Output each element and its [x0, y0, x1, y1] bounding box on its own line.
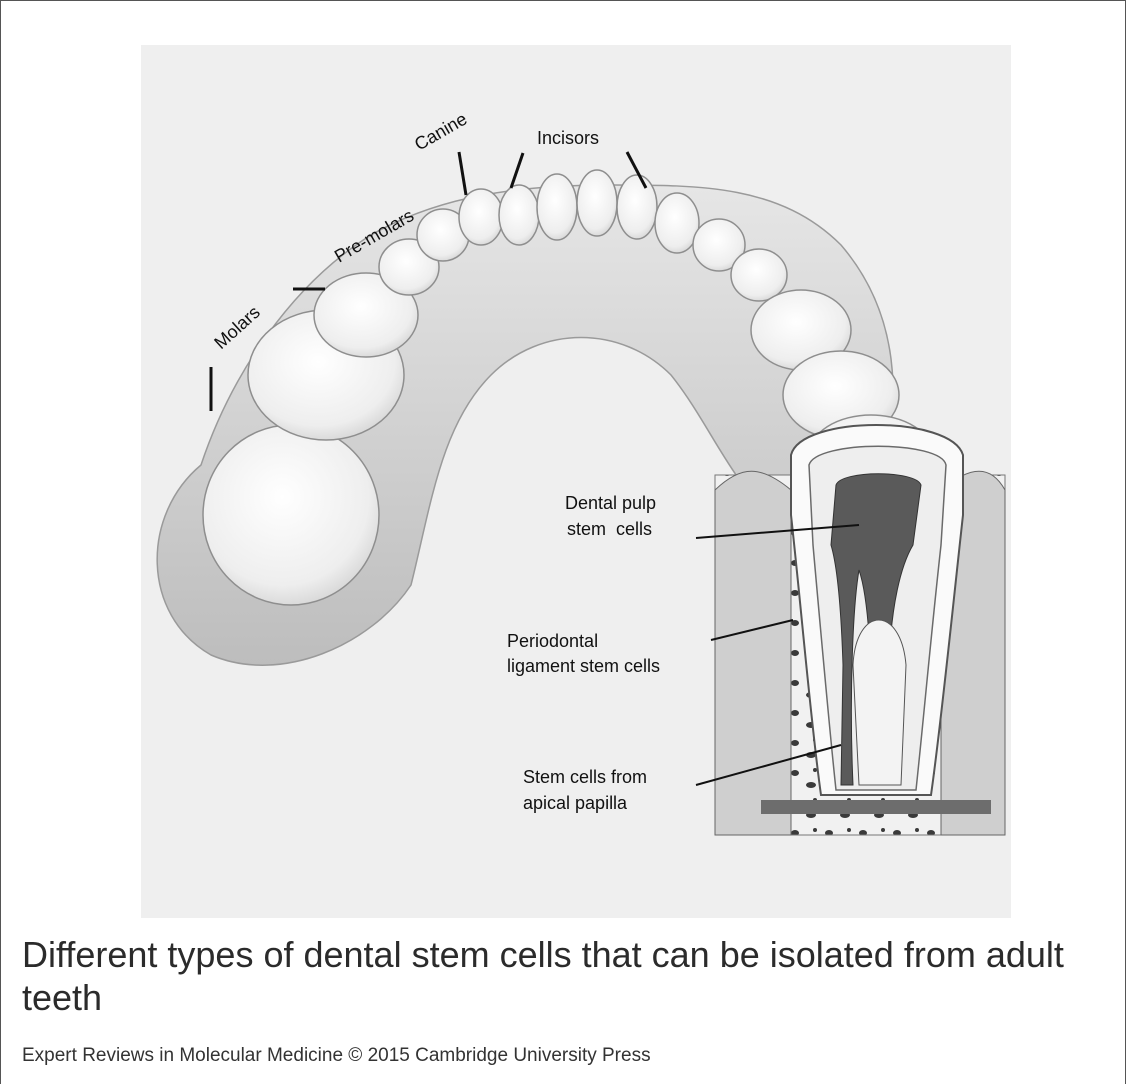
tooth-cross-section: [715, 425, 1005, 835]
figure-caption: Different types of dental stem cells tha…: [22, 933, 1102, 1019]
incisor-3: [577, 170, 617, 236]
label-pulp-line2: stem cells: [567, 519, 652, 539]
incisor-1: [499, 185, 539, 245]
label-pdl-line2: ligament stem cells: [507, 656, 660, 676]
label-apical-line1: Stem cells from: [523, 767, 647, 787]
label-pdl-line1: Periodontal: [507, 631, 598, 651]
label-canine: Canine: [411, 109, 470, 155]
apical-base: [761, 800, 991, 814]
dental-illustration: Canine Incisors Pre-molars Molars Dental…: [141, 45, 1011, 918]
incisor-4: [617, 175, 657, 239]
molar-3: [203, 425, 379, 605]
label-incisors: Incisors: [537, 128, 599, 148]
premolar-right-2: [731, 249, 787, 301]
figure-credit: Expert Reviews in Molecular Medicine © 2…: [22, 1045, 651, 1067]
leader-incisors-left: [511, 153, 523, 188]
leader-canine: [459, 152, 466, 195]
incisor-2: [537, 174, 577, 240]
apical-papilla: [853, 620, 906, 785]
canine: [459, 189, 503, 245]
label-apical-line2: apical papilla: [523, 793, 628, 813]
label-pulp-line1: Dental pulp: [565, 493, 656, 513]
